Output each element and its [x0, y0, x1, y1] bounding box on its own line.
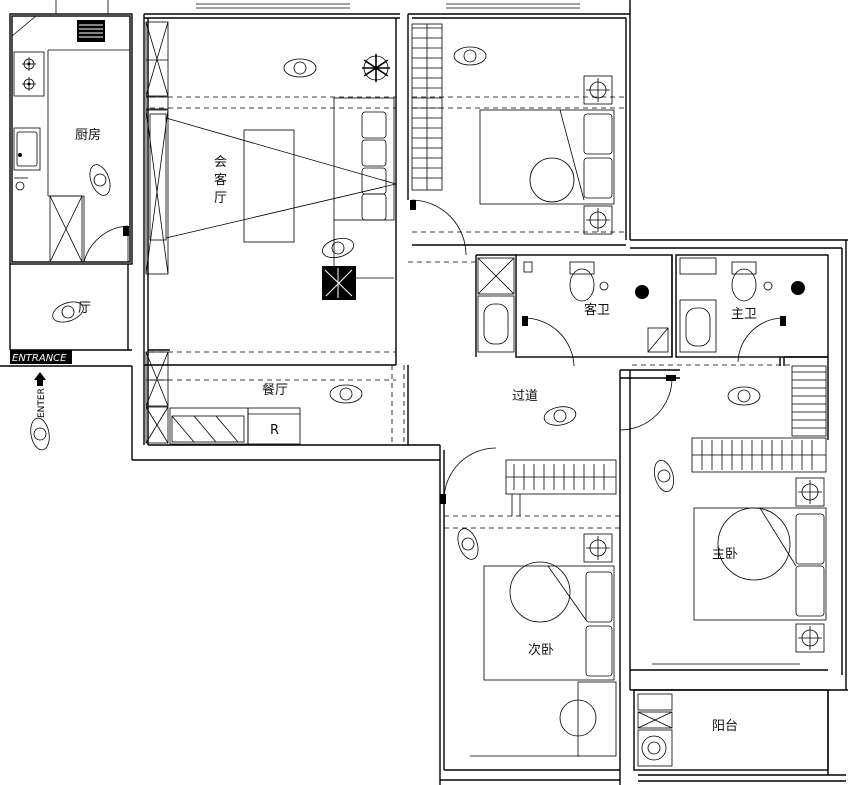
entrance-banner: ENTRANCE — [12, 353, 67, 364]
entrance-area — [10, 350, 72, 386]
guest-bath-fixtures — [477, 257, 669, 367]
corridor-fixtures — [440, 375, 676, 504]
label-living-3: 厅 — [214, 191, 227, 206]
master-bedroom-fixtures — [691, 365, 827, 653]
dining-fixtures — [145, 351, 301, 445]
plant-icon — [362, 54, 390, 82]
label-fridge: R — [270, 423, 279, 438]
vent-icon — [77, 20, 105, 42]
label-dining: 餐厅 — [262, 382, 288, 398]
label-master-bedroom: 主卧 — [712, 547, 738, 562]
ceiling-dash-lines — [150, 96, 790, 529]
second-bedroom-fixtures — [483, 459, 617, 757]
label-living-2: 客 — [214, 172, 227, 188]
rug-icon — [322, 266, 356, 300]
closet-hangers — [412, 24, 442, 190]
label-master-bath: 主卫 — [731, 307, 757, 322]
master-bath-fixtures — [679, 257, 805, 363]
enter-arrow-label: ENTER — [37, 388, 47, 418]
label-living-1: 会 — [214, 155, 227, 170]
living-room-fixtures — [145, 21, 397, 300]
bedroom-1-fixtures — [410, 23, 615, 256]
people-figures — [30, 46, 761, 560]
kitchen-fixtures — [11, 15, 130, 263]
balcony-fixtures — [637, 693, 829, 770]
label-foyer: 厅 — [78, 301, 91, 316]
stove-icon — [13, 51, 45, 97]
label-guest-bath: 客卫 — [584, 302, 610, 318]
label-second-bedroom: 次卧 — [528, 642, 554, 658]
label-balcony: 阳台 — [712, 719, 738, 734]
label-kitchen: 厨房 — [75, 127, 101, 143]
kitchen-sink-icon — [13, 127, 41, 191]
label-corridor: 过道 — [512, 389, 538, 404]
room-labels: 厨房 会 客 厅 厅 餐厅 R 客卫 主卫 过道 次卧 主卧 阳台 ENTRAN… — [12, 127, 757, 734]
